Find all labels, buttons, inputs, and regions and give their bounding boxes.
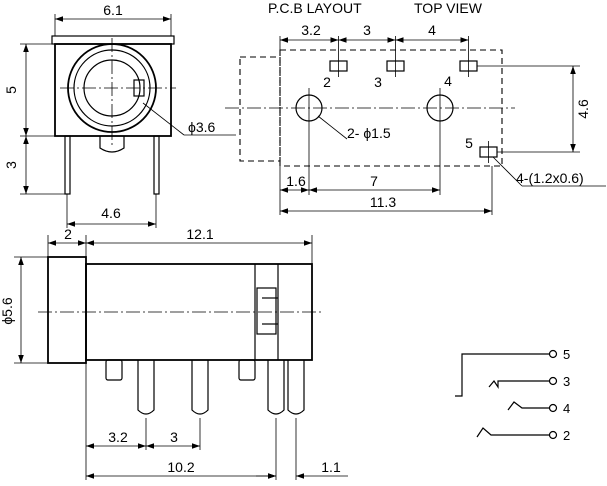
schematic-pin-2: 2 — [563, 428, 570, 443]
schematic-terminal-5 — [548, 349, 558, 359]
schematic-pin-3: 3 — [563, 374, 570, 389]
side-view-head — [47, 256, 87, 364]
dim-front-pin-spacing: 4.6 — [101, 205, 121, 221]
dim-front-height-lower: 3 — [3, 161, 19, 169]
front-view-pin-left — [64, 135, 71, 195]
dim-side-diameter: ϕ5.6 — [0, 297, 15, 325]
pcb-pin-label-5: 5 — [465, 135, 473, 151]
dim-pcb-total: 11.3 — [370, 194, 396, 210]
pcb-layout-title: P.C.B LAYOUT — [268, 0, 362, 16]
dim-side-total: 10.2 — [167, 459, 194, 475]
side-view-pin-3 — [267, 360, 285, 415]
side-view-stub-2 — [238, 359, 256, 381]
dim-pcb-top-1: 3.2 — [301, 22, 321, 38]
dim-pcb-right: 4.6 — [575, 99, 591, 119]
dim-front-height-upper: 5 — [3, 86, 19, 94]
front-view: 6.1 5 3 4.6 ϕ3.6 — [3, 2, 236, 228]
front-view-bottom-boss — [99, 136, 125, 153]
pcb-pin-label-2: 2 — [323, 74, 331, 90]
dim-pcb-holes-leader — [317, 115, 348, 140]
dim-pcb-top-2: 3 — [363, 22, 371, 38]
dim-front-diameter: ϕ3.6 — [188, 119, 216, 135]
dim-pcb-pads-leader — [492, 156, 523, 187]
front-view-pin-right — [153, 135, 160, 195]
dim-side-head: 2 — [64, 226, 72, 242]
schematic-sleeve-line — [455, 353, 550, 397]
side-view-latch — [256, 287, 277, 335]
schematic-switch-4-line — [507, 401, 550, 411]
schematic-terminal-4 — [548, 403, 558, 413]
dim-side-body: 12.1 — [186, 226, 213, 242]
dim-side-pin-1: 3.2 — [108, 429, 128, 445]
side-view: 2 12.1 ϕ5.6 3.2 3 10.2 1.1 — [0, 226, 348, 480]
pcb-layout-subtitle: TOP VIEW — [414, 0, 483, 16]
schematic: 5 3 4 2 — [455, 347, 570, 443]
side-view-pin-2 — [191, 360, 209, 415]
front-view-top-flange — [51, 35, 175, 45]
dim-front-width: 6.1 — [103, 2, 123, 18]
dim-side-last: 1.1 — [321, 459, 341, 475]
dim-pcb-top-3: 4 — [428, 22, 436, 38]
side-view-pin-4 — [287, 360, 305, 415]
pcb-pin-label-3: 3 — [374, 74, 382, 90]
schematic-tip-line — [488, 379, 550, 389]
pcb-pin-label-4: 4 — [444, 73, 452, 89]
schematic-pin-4: 4 — [563, 401, 570, 416]
schematic-terminal-2 — [548, 430, 558, 440]
side-view-stub-1 — [105, 359, 123, 381]
front-view-body — [54, 43, 172, 137]
dim-side-pin-2: 3 — [170, 429, 178, 445]
schematic-terminal-3 — [548, 376, 558, 386]
pcb-outline-head — [239, 56, 281, 162]
side-view-pin-1 — [137, 360, 155, 415]
pcb-layout: P.C.B LAYOUT TOP VIEW 2 3 4 5 2- ϕ1.5 — [225, 0, 606, 215]
schematic-switch-2-line — [476, 427, 550, 438]
schematic-pin-5: 5 — [563, 347, 570, 362]
dim-pcb-pads: 4-(1.2x0.6) — [516, 170, 584, 186]
dim-pcb-holes: 2- ϕ1.5 — [347, 125, 391, 141]
dim-front-diameter-leader — [142, 102, 185, 136]
dim-pcb-bottom-2: 7 — [370, 173, 378, 189]
dim-pcb-bottom-1: 1.6 — [286, 173, 306, 189]
